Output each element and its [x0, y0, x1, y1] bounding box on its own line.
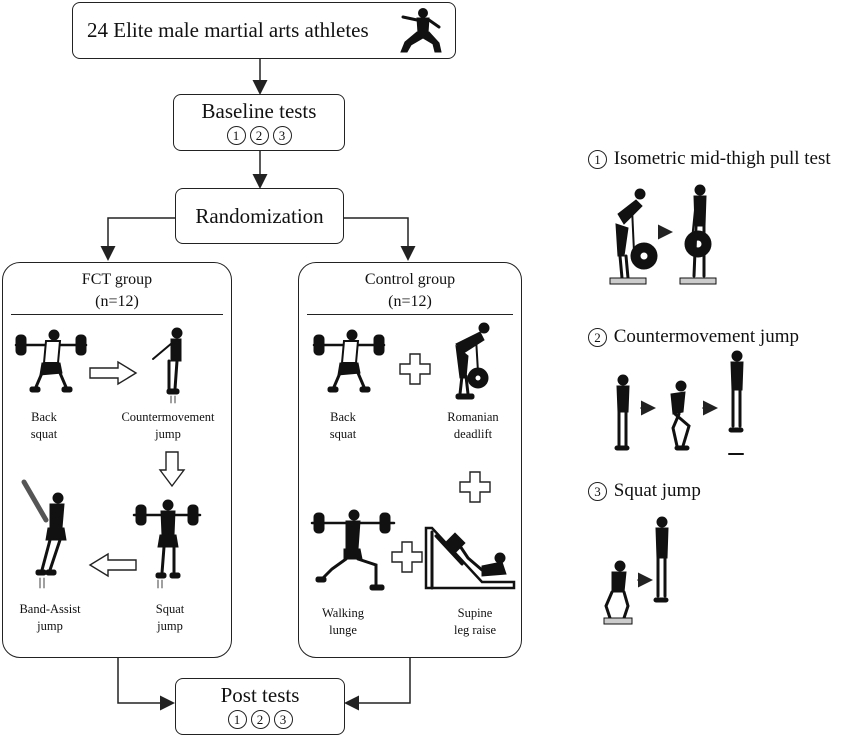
- fct-back-squat-label: Back squat: [14, 409, 74, 443]
- test-number: 3: [272, 126, 292, 145]
- test-number: 2: [249, 126, 269, 145]
- back-squat-figure: [14, 329, 88, 393]
- control-rdl-label: Romanian deadlift: [428, 409, 518, 443]
- legend-label: Isometric mid-thigh pull test: [613, 148, 831, 169]
- test-number: 1: [227, 710, 247, 729]
- back-squat-figure: [312, 329, 386, 393]
- label-line: jump: [37, 619, 63, 633]
- imtp-figure: [609, 184, 717, 285]
- test-number: 1: [226, 126, 246, 145]
- test-number: 3: [273, 710, 293, 729]
- control-leg-raise-label: Supine leg raise: [430, 605, 520, 639]
- label-line: jump: [157, 619, 183, 633]
- label-line: Romanian: [447, 410, 499, 424]
- control-group-title: Control group: [364, 271, 456, 288]
- label-line: Countermovement: [121, 410, 215, 424]
- martial-artist-icon: [400, 8, 442, 53]
- control-lunge-label: Walking lunge: [313, 605, 373, 639]
- baseline-title: Baseline tests: [201, 99, 317, 123]
- plus-icon: [391, 541, 423, 573]
- control-back-squat-label: Back squat: [313, 409, 373, 443]
- label-line: squat: [30, 427, 58, 441]
- randomization-box: Randomization: [175, 188, 344, 244]
- label-line: lunge: [329, 623, 357, 637]
- fct-group-title: FCT group: [81, 271, 153, 288]
- plus-icon: [459, 471, 491, 503]
- label-line: squat: [329, 427, 357, 441]
- randomization-label: Randomization: [195, 204, 324, 228]
- control-group-n: (n=12): [388, 293, 432, 310]
- romanian-deadlift-figure: [455, 322, 490, 400]
- fct-group-n: (n=12): [95, 293, 139, 310]
- label-line: Back: [330, 410, 356, 424]
- squat-jump-test-figure: [603, 516, 669, 625]
- countermovement-jump-figure: [152, 327, 183, 404]
- flow-arrow-down-icon: [158, 451, 186, 488]
- squat-jump-figure: [132, 499, 202, 589]
- legend-label: Squat jump: [613, 480, 701, 501]
- legend-item-1: 1 Isometric mid-thigh pull test: [586, 148, 831, 170]
- legend-item-3: 3 Squat jump: [586, 480, 701, 502]
- label-line: Back: [31, 410, 57, 424]
- test-number: 2: [250, 710, 270, 729]
- leg-press-machine-figure: [424, 526, 516, 590]
- legend-item-2: 2 Countermovement jump: [586, 326, 799, 348]
- label-line: Supine: [457, 606, 493, 620]
- test-number: 3: [588, 482, 607, 501]
- plus-icon: [399, 353, 431, 385]
- flow-arrow-left-icon: [88, 552, 137, 578]
- fct-squat-jump-label: Squat jump: [140, 601, 200, 635]
- label-line: Squat: [155, 602, 185, 616]
- band-assist-jump-figure: [21, 479, 67, 589]
- participants-box: 24 Elite male martial arts athletes: [72, 2, 456, 59]
- cmj-test-figure: [614, 350, 744, 455]
- legend-label: Countermovement jump: [613, 326, 799, 347]
- control-divider: [307, 314, 513, 315]
- participants-label: 24 Elite male martial arts athletes: [87, 18, 369, 42]
- fct-band-assist-label: Band-Assist jump: [4, 601, 96, 635]
- fct-divider: [11, 314, 223, 315]
- walking-lunge-figure: [310, 509, 396, 591]
- test-number: 1: [588, 150, 607, 169]
- fct-group-panel: FCT group (n=12): [2, 262, 232, 658]
- label-line: jump: [155, 427, 181, 441]
- label-line: deadlift: [453, 427, 493, 441]
- post-title: Post tests: [220, 683, 300, 707]
- label-line: leg raise: [454, 623, 496, 637]
- test-number: 2: [588, 328, 607, 347]
- flow-arrow-right-icon: [89, 360, 138, 386]
- label-line: Walking: [321, 606, 365, 620]
- fct-cmj-label: Countermovement jump: [103, 409, 233, 443]
- label-line: Band-Assist: [19, 602, 81, 616]
